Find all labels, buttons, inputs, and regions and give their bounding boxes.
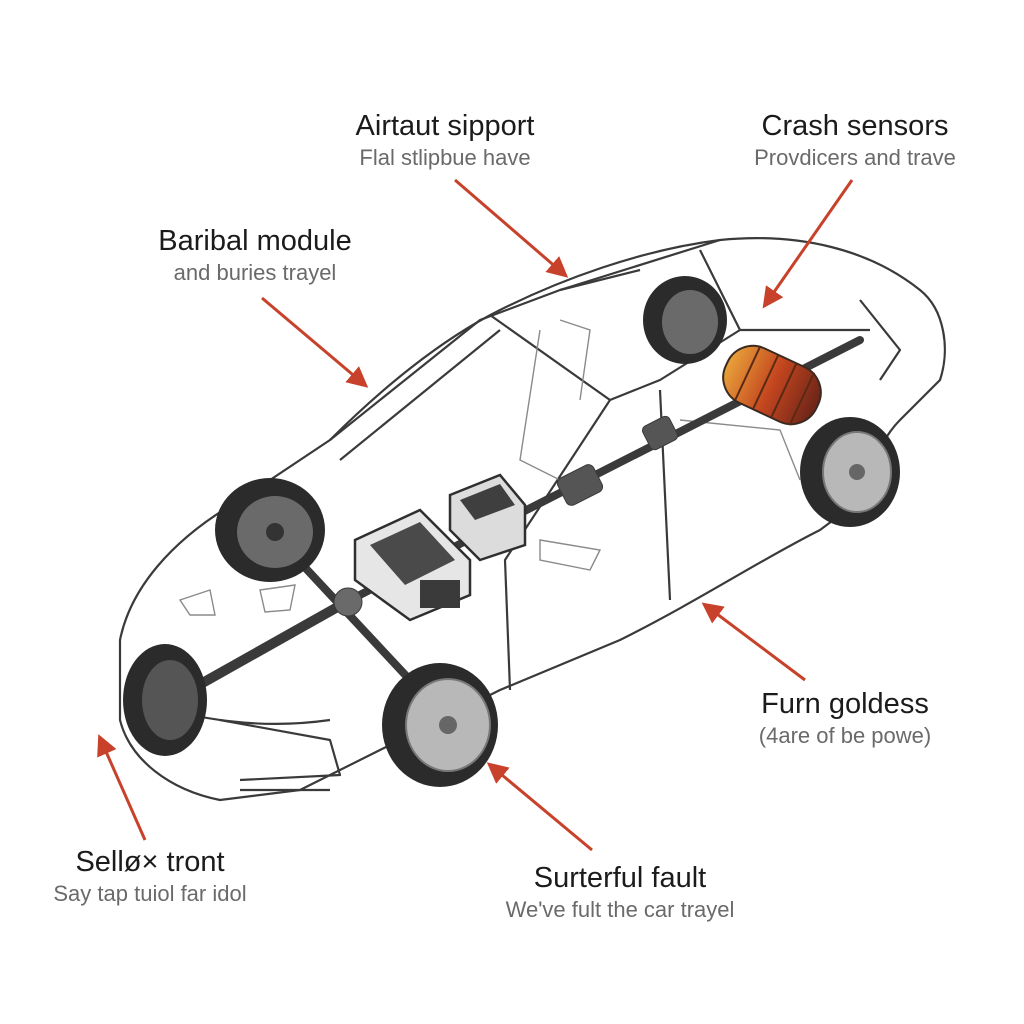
- callout-subtitle: Provdicers and trave: [754, 145, 956, 171]
- callout-airbag-support: Airtaut sipport Flal stlipbue have: [290, 110, 600, 174]
- callout-subtitle: Say tap tuiol far idol: [53, 881, 247, 907]
- callout-title: Surterful fault: [533, 862, 707, 894]
- callout-surterful-fault: Surterful fault We've fult the car traye…: [470, 862, 770, 926]
- arrow-surterful-fault: [486, 762, 593, 852]
- callout-airbag-module: Baribal module and buries trayel: [120, 225, 390, 289]
- wheel-front-right: [382, 663, 498, 787]
- callout-title: Crash sensors: [761, 110, 949, 142]
- wheel-rear-right: [800, 417, 900, 527]
- crash-sensor-unit: [448, 473, 527, 562]
- callout-subtitle: and buries trayel: [173, 260, 337, 286]
- wheel-rear-left: [643, 276, 727, 364]
- callout-subtitle: We've fult the car trayel: [505, 897, 735, 923]
- airbag-control-module: [353, 508, 472, 622]
- callout-arrows: [97, 178, 854, 852]
- callout-furn-goldess: Furn goldess (4are of be powe): [720, 688, 970, 752]
- arrow-airbag-support: [454, 178, 569, 278]
- callout-title: Baribal module: [158, 225, 352, 257]
- airbag-inflator: [722, 344, 822, 426]
- callout-title: Sellø× tront: [75, 846, 225, 878]
- callout-title: Furn goldess: [761, 688, 929, 720]
- arrow-crash-sensors: [762, 179, 854, 309]
- callout-seller-tront: Sellø× tront Say tap tuiol far idol: [20, 846, 280, 910]
- callout-crash-sensors: Crash sensors Provdicers and trave: [720, 110, 990, 174]
- arrow-airbag-module: [261, 296, 369, 388]
- callout-subtitle: (4are of be powe): [758, 723, 932, 749]
- car-interior: [178, 319, 801, 616]
- callout-subtitle: Flal stlipbue have: [359, 145, 531, 171]
- callout-title: Airtaut sipport: [355, 110, 535, 142]
- wheel-front-left-inner: [215, 478, 325, 582]
- arrow-seller-tront: [97, 734, 147, 841]
- wheel-front-left: [123, 644, 207, 756]
- arrow-furn-goldess: [701, 602, 806, 682]
